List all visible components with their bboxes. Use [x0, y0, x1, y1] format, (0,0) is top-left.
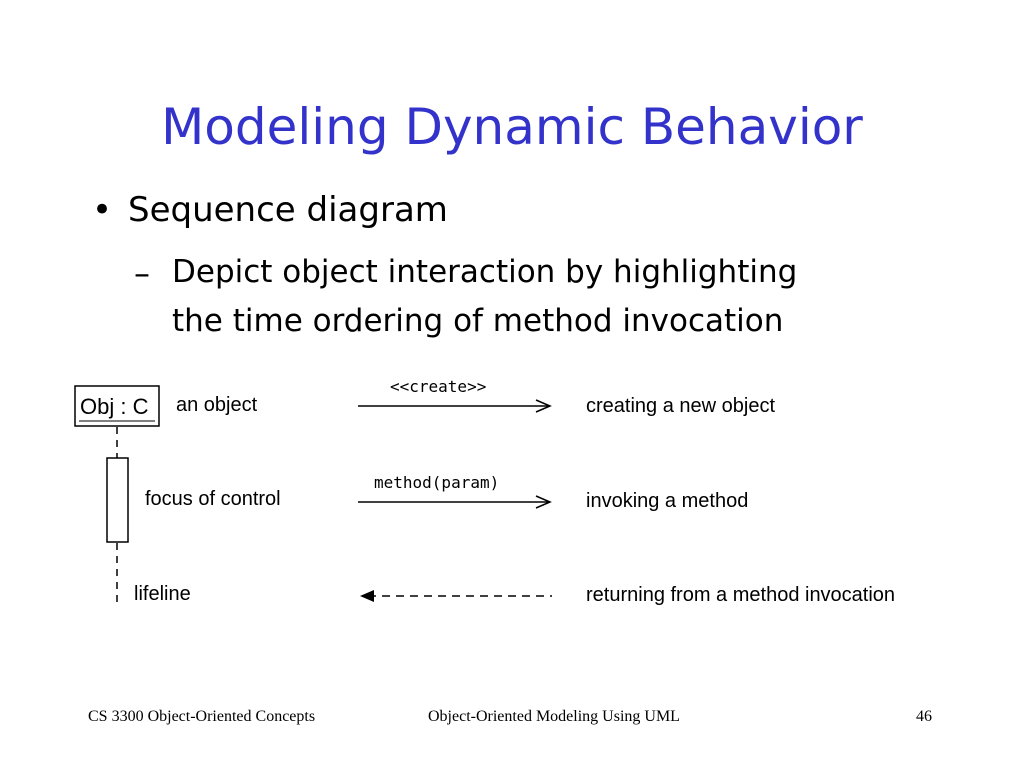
bullet-text: Sequence diagram	[128, 190, 448, 230]
create-arrow-head	[535, 399, 552, 413]
object-box	[74, 385, 160, 427]
method-description: invoking a method	[586, 490, 749, 512]
slide-title: Modeling Dynamic Behavior	[161, 98, 863, 156]
page-number: 46	[916, 708, 932, 725]
dash-icon: –	[134, 254, 150, 292]
method-arrow-head	[535, 495, 552, 509]
return-arrow-head	[360, 590, 374, 602]
return-description: returning from a method invocation	[586, 584, 896, 606]
bullet-icon: •	[92, 190, 113, 230]
sub-bullet-line-1: Depict object interaction by highlightin…	[172, 254, 798, 290]
create-description: creating a new object	[586, 395, 776, 417]
object-label: an object	[176, 394, 258, 416]
footer-course: CS 3300 Object-Oriented Concepts	[88, 708, 316, 725]
activation-bar	[106, 457, 129, 543]
create-message-label: <<create>>	[390, 377, 487, 396]
object-box-label: Obj : C	[80, 394, 149, 419]
footer-title: Object-Oriented Modeling Using UML	[428, 708, 680, 725]
sub-bullet-line-2: the time ordering of method invocation	[172, 303, 784, 339]
method-message-label: method(param)	[374, 473, 500, 492]
lifeline-label: lifeline	[134, 583, 191, 605]
focus-of-control-label: focus of control	[145, 488, 281, 510]
